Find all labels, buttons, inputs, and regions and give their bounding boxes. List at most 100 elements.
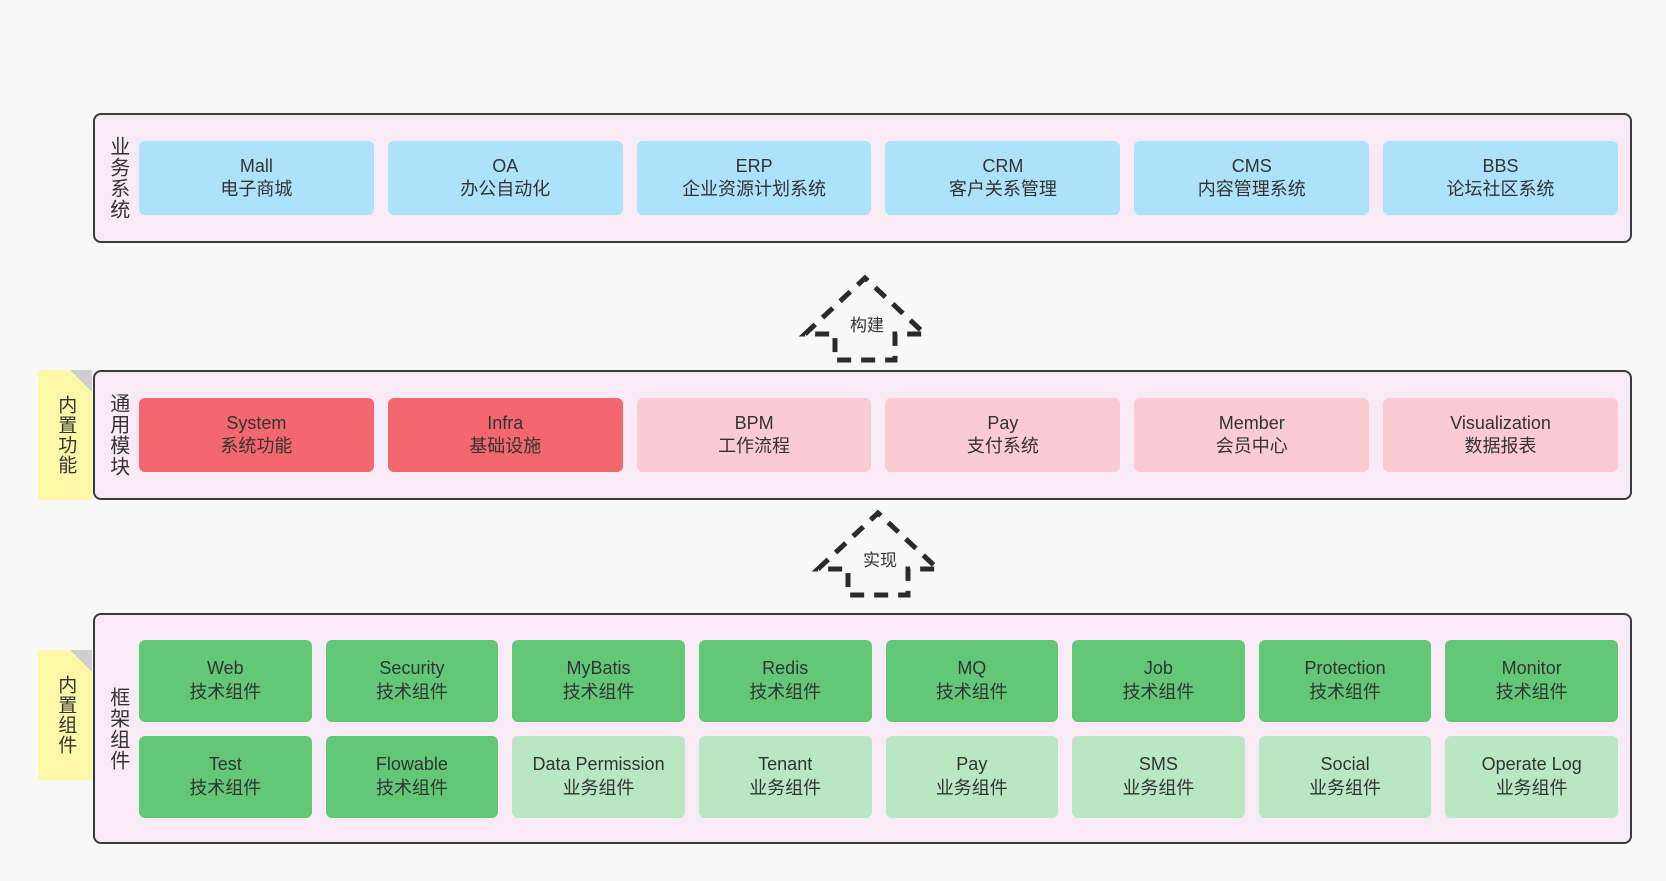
- module-box-oa[interactable]: OA 办公自动化: [387, 141, 623, 215]
- component-desc: 技术组件: [562, 681, 635, 702]
- component-name: Tenant: [758, 754, 813, 775]
- sticky-note-builtin-component: 内置组件: [38, 650, 92, 780]
- module-name: OA: [492, 155, 519, 176]
- component-desc: 技术组件: [375, 681, 448, 702]
- module-desc: 支付系统: [966, 436, 1039, 456]
- module-desc: 客户关系管理: [948, 179, 1057, 199]
- component-box-data-permission[interactable]: Data Permission 业务组件: [512, 735, 685, 818]
- component-desc: 技术组件: [189, 777, 262, 798]
- layer-row: Mall 电子商城 OA 办公自动化 ERP 企业资源计划系统 CRM 客户关系…: [139, 141, 1618, 215]
- module-name: Visualization: [1450, 412, 1551, 433]
- sticky-note-text: 内置功能: [55, 395, 77, 475]
- component-desc: 业务组件: [1495, 777, 1568, 798]
- component-box-job[interactable]: Job 技术组件: [1072, 639, 1245, 722]
- component-name: Data Permission: [532, 754, 665, 775]
- module-desc: 工作流程: [718, 436, 791, 456]
- component-desc: 业务组件: [1122, 777, 1195, 798]
- layer-row: Web 技术组件 Security 技术组件 MyBatis 技术组件 Redi…: [139, 639, 1618, 722]
- component-desc: 技术组件: [375, 777, 448, 798]
- component-name: MyBatis: [566, 658, 631, 679]
- component-desc: 业务组件: [1309, 777, 1382, 798]
- module-box-member[interactable]: Member 会员中心: [1134, 398, 1370, 472]
- module-name: CRM: [982, 155, 1024, 176]
- layer-body-business: Mall 电子商城 OA 办公自动化 ERP 企业资源计划系统 CRM 客户关系…: [139, 115, 1630, 241]
- component-name: Pay: [956, 754, 988, 775]
- component-box-web[interactable]: Web 技术组件: [139, 639, 312, 722]
- module-box-crm[interactable]: CRM 客户关系管理: [885, 141, 1121, 215]
- sticky-note-text: 内置组件: [55, 675, 77, 755]
- note-fold-icon: [70, 370, 92, 392]
- module-name: Infra: [487, 412, 524, 433]
- layer-framework-component: 框架组件 Web 技术组件 Security 技术组件 MyBatis 技术组件…: [93, 613, 1632, 844]
- layer-body-framework: Web 技术组件 Security 技术组件 MyBatis 技术组件 Redi…: [139, 615, 1630, 842]
- layer-title-framework: 框架组件: [106, 686, 129, 771]
- module-name: Member: [1218, 412, 1285, 433]
- layer-row: System 系统功能 Infra 基础设施 BPM 工作流程 Pay 支付系统…: [139, 398, 1618, 472]
- module-desc: 会员中心: [1215, 436, 1288, 456]
- module-box-infra[interactable]: Infra 基础设施: [387, 398, 623, 472]
- module-name: ERP: [735, 155, 773, 176]
- component-box-test[interactable]: Test 技术组件: [139, 735, 312, 818]
- module-desc: 电子商城: [220, 179, 293, 199]
- sticky-note-builtin-function: 内置功能: [38, 370, 92, 500]
- component-box-tenant[interactable]: Tenant 业务组件: [698, 735, 872, 818]
- component-desc: 技术组件: [1495, 681, 1568, 702]
- component-desc: 技术组件: [1122, 681, 1195, 702]
- arrow-build: 构建: [795, 272, 935, 363]
- component-name: Security: [379, 658, 445, 679]
- component-name: Operate Log: [1481, 754, 1582, 775]
- module-name: Pay: [987, 412, 1019, 433]
- module-box-system[interactable]: System 系统功能: [139, 398, 374, 472]
- note-fold-icon: [70, 650, 92, 672]
- component-desc: 技术组件: [935, 681, 1008, 702]
- layer-business-system: 业务系统 Mall 电子商城 OA 办公自动化 ERP 企业资源计划系统 CRM…: [93, 113, 1632, 243]
- module-desc: 基础设施: [469, 436, 542, 456]
- component-name: Redis: [762, 658, 809, 679]
- component-box-mybatis[interactable]: MyBatis 技术组件: [512, 639, 685, 722]
- module-box-bbs[interactable]: BBS 论坛社区系统: [1383, 141, 1618, 215]
- component-box-sms[interactable]: SMS 业务组件: [1072, 735, 1245, 818]
- arrow-implement: 实现: [808, 507, 948, 598]
- component-box-monitor[interactable]: Monitor 技术组件: [1445, 639, 1618, 722]
- module-box-pay[interactable]: Pay 支付系统: [885, 398, 1121, 472]
- layer-row: Test 技术组件 Flowable 技术组件 Data Permission …: [139, 735, 1618, 818]
- module-box-mall[interactable]: Mall 电子商城: [139, 141, 374, 215]
- module-desc: 系统功能: [220, 436, 293, 456]
- module-box-visualization[interactable]: Visualization 数据报表: [1383, 398, 1618, 472]
- component-box-pay[interactable]: Pay 业务组件: [885, 735, 1059, 818]
- component-box-flowable[interactable]: Flowable 技术组件: [325, 735, 499, 818]
- module-desc: 论坛社区系统: [1446, 179, 1555, 199]
- component-name: Protection: [1304, 658, 1386, 679]
- component-desc: 技术组件: [189, 681, 262, 702]
- component-desc: 业务组件: [749, 777, 822, 798]
- component-desc: 业务组件: [935, 777, 1008, 798]
- layer-body-modules: System 系统功能 Infra 基础设施 BPM 工作流程 Pay 支付系统…: [139, 372, 1630, 498]
- module-name: BBS: [1482, 155, 1519, 176]
- component-name: Job: [1143, 658, 1173, 679]
- layer-title-business: 业务系统: [106, 136, 129, 220]
- component-desc: 技术组件: [1309, 681, 1382, 702]
- module-box-bpm[interactable]: BPM 工作流程: [636, 398, 872, 472]
- component-name: Monitor: [1501, 658, 1562, 679]
- component-desc: 技术组件: [749, 681, 822, 702]
- component-name: Flowable: [375, 754, 448, 775]
- component-box-security[interactable]: Security 技术组件: [325, 639, 499, 722]
- module-name: BPM: [734, 412, 774, 433]
- module-name: CMS: [1231, 155, 1272, 176]
- component-name: Test: [208, 754, 242, 775]
- module-box-erp[interactable]: ERP 企业资源计划系统: [636, 141, 872, 215]
- component-box-mq[interactable]: MQ 技术组件: [885, 639, 1059, 722]
- component-box-protection[interactable]: Protection 技术组件: [1258, 639, 1432, 722]
- component-box-operate-log[interactable]: Operate Log 业务组件: [1445, 735, 1618, 818]
- component-box-social[interactable]: Social 业务组件: [1258, 735, 1432, 818]
- arrow-build-label: 构建: [847, 310, 887, 337]
- component-box-redis[interactable]: Redis 技术组件: [698, 639, 872, 722]
- module-desc: 办公自动化: [460, 179, 551, 199]
- module-desc: 数据报表: [1464, 436, 1537, 456]
- module-box-cms[interactable]: CMS 内容管理系统: [1134, 141, 1370, 215]
- layer-common-module: 通用模块 System 系统功能 Infra 基础设施 BPM 工作流程 Pay…: [93, 370, 1632, 500]
- layer-title-modules: 通用模块: [106, 393, 129, 477]
- component-name: Social: [1320, 754, 1370, 775]
- component-name: MQ: [957, 658, 987, 679]
